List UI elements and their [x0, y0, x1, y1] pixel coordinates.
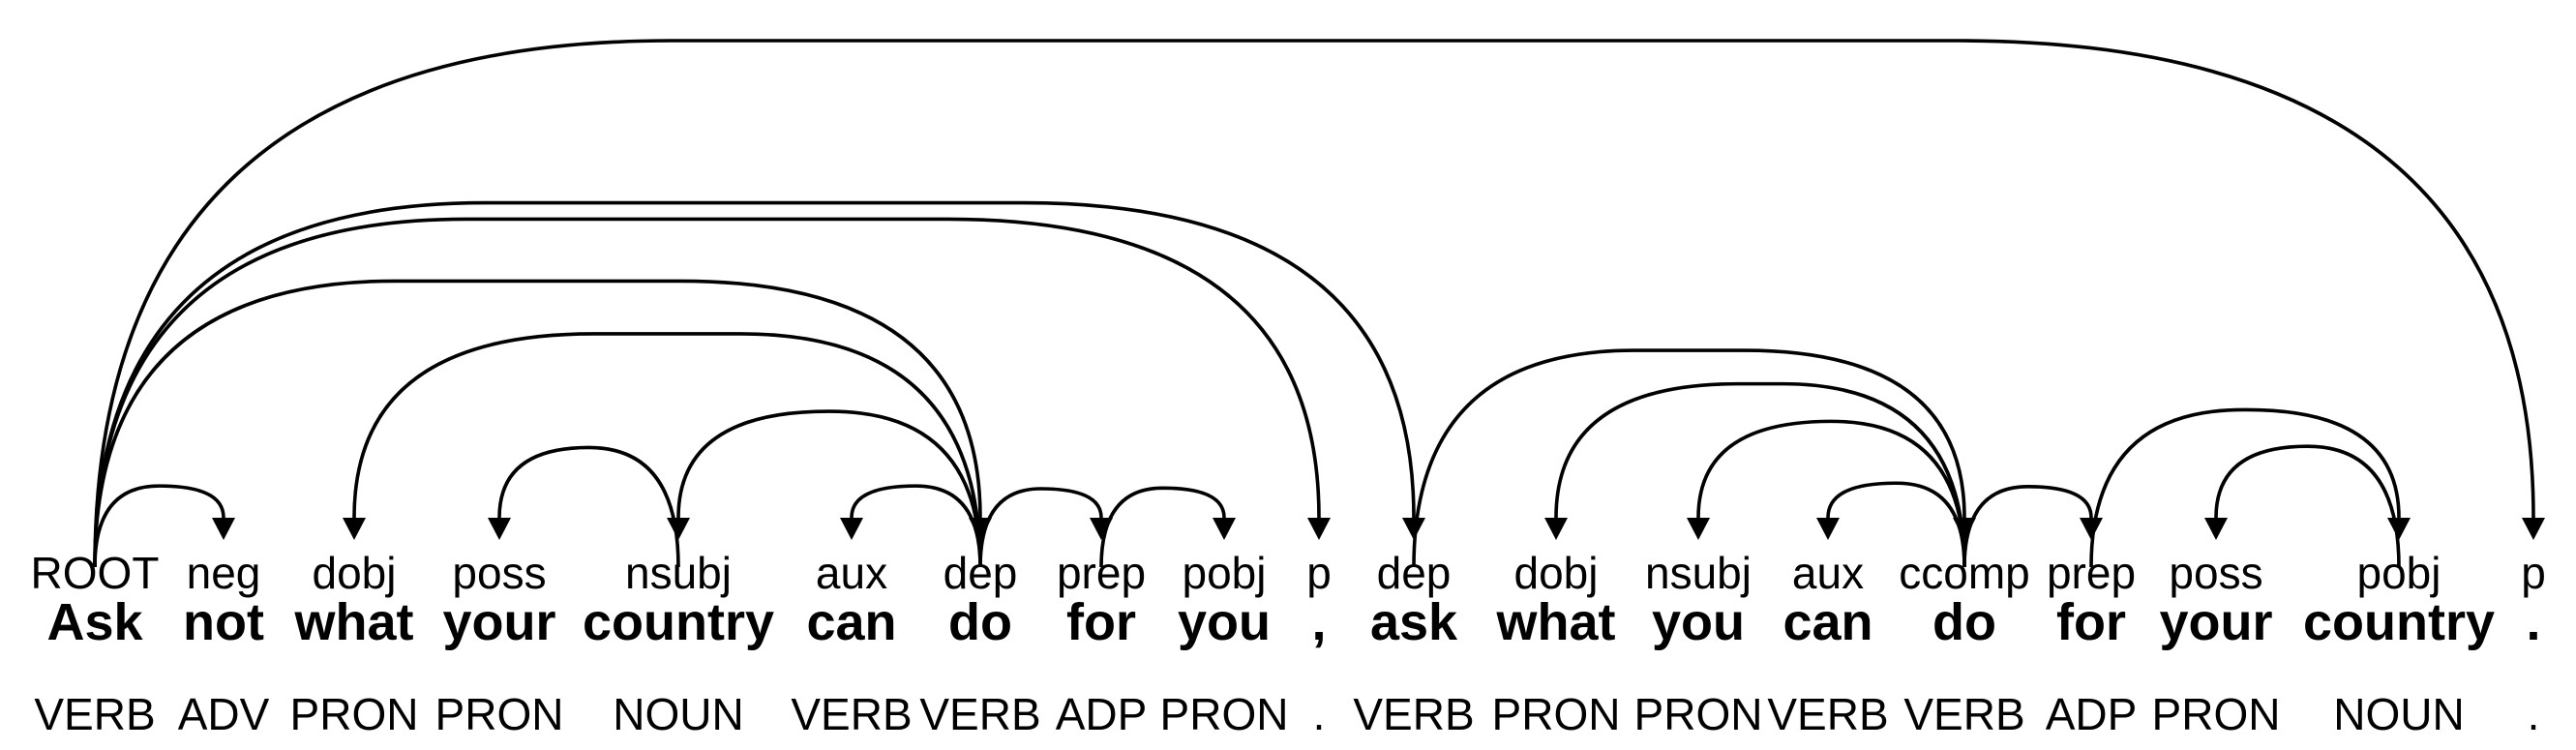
- arc-arrowhead: [1544, 518, 1568, 540]
- token-word: ask: [1370, 593, 1458, 651]
- dep-label: p: [2521, 548, 2546, 598]
- arc-arrowhead: [2204, 518, 2228, 540]
- dependency-arc-pobj: [2089, 407, 2401, 568]
- token-word: do: [1932, 593, 1996, 651]
- dependency-arc-dobj: [1554, 381, 1966, 568]
- pos-tag: NOUN: [613, 689, 743, 739]
- dep-label: prep: [1057, 548, 1146, 598]
- token-word: your: [2159, 593, 2272, 651]
- pos-tag: VERB: [34, 689, 155, 739]
- token-word: you: [1652, 593, 1745, 651]
- dependency-arc-ccomp: [1412, 348, 1966, 568]
- pos-tag: VERB: [1767, 689, 1888, 739]
- dependency-arc-dobj: [352, 332, 982, 568]
- arc-arrowhead: [343, 518, 366, 540]
- token-word: country: [2303, 593, 2495, 651]
- dependency-arc-dep: [93, 279, 982, 568]
- token-word: you: [1178, 593, 1271, 651]
- dep-label: poss: [2169, 548, 2262, 598]
- pos-tag: VERB: [1353, 689, 1474, 739]
- dep-label: neg: [187, 548, 261, 598]
- arc-arrowhead: [1816, 518, 1840, 540]
- token-word: what: [293, 593, 413, 651]
- pos-tag: ADV: [178, 689, 270, 739]
- pos-tag: VERB: [919, 689, 1040, 739]
- dependency-arc-poss: [497, 445, 680, 568]
- dependency-arc-dep: [93, 200, 1416, 568]
- pos-tag: NOUN: [2333, 689, 2464, 739]
- dep-label: dep: [1377, 548, 1452, 598]
- dep-label: ccomp: [1899, 548, 2029, 598]
- arc-arrowhead: [2080, 518, 2103, 540]
- pos-tag: ADP: [2046, 689, 2138, 739]
- token-word: ,: [1311, 593, 1326, 651]
- arc-arrowhead: [840, 518, 863, 540]
- pos-tag: PRON: [2152, 689, 2281, 739]
- token-word: can: [806, 593, 896, 651]
- dependency-arc-p: [93, 217, 1321, 568]
- pos-tag: ADP: [1056, 689, 1148, 739]
- pos-tag: PRON: [1634, 689, 1763, 739]
- arc-arrowhead: [1402, 518, 1425, 540]
- dep-label: p: [1306, 548, 1332, 598]
- dep-label: pobj: [1183, 548, 1267, 598]
- arcs-layer: [93, 39, 2545, 568]
- token-word: do: [948, 593, 1012, 651]
- arc-arrowhead: [1307, 518, 1331, 540]
- dep-label: dobj: [313, 548, 397, 598]
- token-word: country: [583, 593, 774, 651]
- dependency-arc-prep: [978, 487, 1103, 568]
- dependency-arc-poss: [2214, 444, 2401, 568]
- pos-tag: .: [1313, 689, 1326, 739]
- pos-tag: .: [2528, 689, 2540, 739]
- token-word: .: [2526, 593, 2540, 651]
- dep-label: dep: [944, 548, 1018, 598]
- pos-tag: PRON: [435, 689, 564, 739]
- token-word: can: [1782, 593, 1872, 651]
- arc-arrowhead: [1687, 518, 1710, 540]
- token-word: for: [1066, 593, 1136, 651]
- arc-arrowhead: [212, 518, 235, 540]
- dep-label: poss: [452, 548, 546, 598]
- dependency-arc-p: [93, 39, 2535, 568]
- dep-label: prep: [2047, 548, 2136, 598]
- pos-tag: PRON: [1492, 689, 1621, 739]
- token-word: your: [442, 593, 555, 651]
- dep-label: pobj: [2357, 548, 2441, 598]
- dependency-arc-nsubj: [676, 409, 982, 568]
- arc-arrowhead: [2522, 518, 2545, 540]
- arc-arrowhead: [2387, 518, 2411, 540]
- dependency-arc-pobj: [1099, 486, 1226, 568]
- dependency-arc-nsubj: [1696, 419, 1966, 568]
- dep-label: aux: [816, 548, 887, 598]
- pos-tag: VERB: [791, 689, 912, 739]
- arc-arrowhead: [667, 518, 690, 540]
- tokens-layer: ROOTAskVERBnegnotADVdobjwhatPRONpossyour…: [31, 548, 2546, 739]
- token-word: for: [2056, 593, 2126, 651]
- arc-arrowhead: [488, 518, 511, 540]
- dep-label: dobj: [1514, 548, 1599, 598]
- arc-arrowhead: [1213, 518, 1236, 540]
- dependency-arc-prep: [1962, 485, 2093, 568]
- token-word: what: [1495, 593, 1615, 651]
- token-word: not: [183, 593, 264, 651]
- dependency-arc-neg: [93, 484, 225, 568]
- pos-tag: VERB: [1903, 689, 2024, 739]
- dep-label: ROOT: [31, 548, 160, 598]
- dep-label: aux: [1792, 548, 1864, 598]
- dep-label: nsubj: [1645, 548, 1752, 598]
- token-word: Ask: [46, 593, 143, 651]
- pos-tag: PRON: [290, 689, 419, 739]
- dep-label: nsubj: [625, 548, 732, 598]
- pos-tag: PRON: [1160, 689, 1289, 739]
